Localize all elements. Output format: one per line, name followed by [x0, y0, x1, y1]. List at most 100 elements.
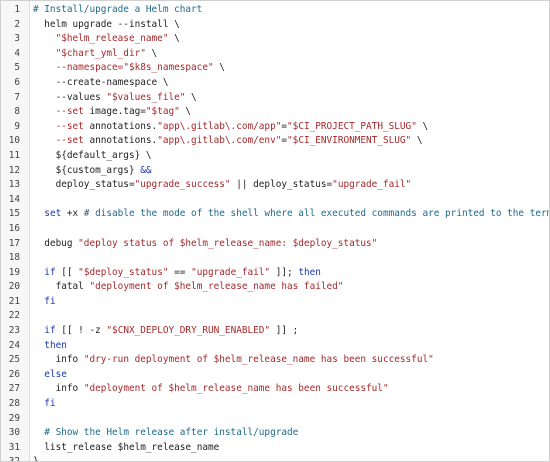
code-token-plain: \: [168, 33, 180, 45]
code-token-plain: +x: [61, 208, 84, 220]
code-token-string: --set: [55, 135, 84, 147]
code-token-keyword: set: [44, 208, 62, 220]
code-line: 14: [1, 193, 549, 208]
code-token-plain: annotations.: [83, 135, 158, 147]
code-token-string: "dry-run deployment of $helm_release_nam…: [83, 354, 434, 366]
code-token-keyword: then: [298, 266, 321, 278]
line-number: 23: [8, 325, 20, 337]
line-code: fatal "deployment of $helm_release_name …: [33, 280, 344, 295]
code-token-string: --set: [55, 106, 84, 118]
code-token-string: "deploy status of $helm_release_name: $d…: [78, 237, 378, 249]
code-token-plain: [33, 340, 44, 351]
code-token-plain: --values: [33, 91, 107, 103]
line-number: 18: [8, 252, 20, 264]
code-line: 22: [1, 309, 549, 324]
code-token-keyword: then: [44, 339, 67, 351]
code-line: 23 if [[ ! -z "$CNX_DEPLOY_DRY_RUN_ENABL…: [1, 324, 549, 339]
line-number: 25: [8, 354, 20, 366]
line-code: --values "$values_file" \: [33, 91, 197, 106]
line-number: 19: [8, 266, 20, 278]
code-token-plain: ${custom_args}: [33, 164, 141, 176]
code-line: 32}: [1, 455, 549, 462]
code-line: 1# Install/upgrade a Helm chart: [1, 3, 549, 18]
line-code: helm upgrade --install \: [33, 18, 180, 33]
code-token-keyword: if: [44, 266, 56, 278]
line-number: 28: [8, 398, 20, 410]
line-code: --set image.tag="$tag" \: [33, 105, 192, 120]
line-number: 9: [14, 120, 20, 132]
code-line: 31 list_release $helm_release_name: [1, 441, 549, 456]
code-token-plain: ==: [168, 266, 192, 278]
code-token-string: "$CNX_DEPLOY_DRY_RUN_ENABLED": [106, 325, 271, 337]
line-code: fi: [33, 295, 55, 310]
code-token-string: "$CI_ENVIRONMENT_SLUG": [287, 135, 412, 147]
code-token-var: $helm_release_name: [117, 441, 220, 453]
code-token-plain: [33, 427, 44, 438]
code-token-string: "app\.gitlab\.com/env": [157, 135, 282, 147]
code-token-plain: ]] ;: [270, 325, 299, 337]
line-number: 16: [8, 222, 20, 234]
line-code: fi: [33, 397, 55, 412]
code-token-plain: =: [281, 135, 288, 147]
line-code: ${default_args} \: [33, 149, 152, 164]
line-number: 29: [8, 412, 20, 424]
code-line: 20 fatal "deployment of $helm_release_na…: [1, 280, 549, 295]
code-line: 21 fi: [1, 295, 549, 310]
code-line: 30 # Show the Helm release after install…: [1, 426, 549, 441]
code-token-plain: }: [33, 456, 39, 462]
line-number: 15: [8, 208, 20, 220]
code-token-comment: # Show the Helm release after install/up…: [44, 427, 299, 439]
line-number: 13: [8, 179, 20, 191]
line-number: 12: [8, 164, 20, 176]
code-line: 6 --create-namespace \: [1, 76, 549, 91]
code-token-string: "$CI_PROJECT_PATH_SLUG": [287, 120, 417, 132]
line-code: then: [33, 339, 67, 354]
code-token-keyword: if: [44, 325, 56, 337]
code-token-plain: [33, 325, 44, 336]
line-code: --set annotations."app\.gitlab\.com/env"…: [33, 134, 423, 149]
line-number: 5: [14, 62, 20, 74]
line-number: 21: [8, 295, 20, 307]
line-code: info "dry-run deployment of $helm_releas…: [33, 353, 434, 368]
code-line: 17 debug "deploy status of $helm_release…: [1, 237, 549, 252]
line-code: ${custom_args} &&: [33, 164, 152, 179]
line-number: 8: [14, 106, 20, 118]
code-line: 3 "$helm_release_name" \: [1, 32, 549, 47]
line-code: else: [33, 368, 67, 383]
code-token-string: "deployment of $helm_release_name has fa…: [89, 281, 344, 293]
code-token-plain: [33, 296, 44, 307]
code-line: 7 --values "$values_file" \: [1, 91, 549, 106]
line-code: # Show the Helm release after install/up…: [33, 426, 298, 441]
code-token-plain: [33, 62, 56, 73]
line-number: 17: [8, 237, 20, 249]
code-line: 10 --set annotations."app\.gitlab\.com/e…: [1, 134, 549, 149]
code-token-plain: deploy_status=: [33, 179, 135, 191]
line-number: 7: [14, 91, 20, 103]
code-token-string: "$helm_release_name": [55, 33, 169, 45]
code-token-plain: \: [416, 120, 429, 132]
line-code: --create-namespace \: [33, 76, 169, 91]
code-line: 26 else: [1, 368, 549, 383]
line-number: 26: [8, 368, 20, 380]
code-token-plain: info: [33, 383, 84, 395]
code-token-plain: [33, 369, 44, 380]
code-token-plain: debug: [33, 237, 79, 249]
code-token-plain: [33, 48, 56, 59]
code-line: 29: [1, 412, 549, 427]
code-token-keyword: &&: [140, 164, 152, 176]
code-token-string: "app\.gitlab\.com/app": [157, 120, 282, 132]
code-token-string: "upgrade_fail": [191, 266, 271, 278]
code-token-plain: [33, 208, 44, 219]
code-token-keyword: else: [44, 368, 67, 380]
line-number: 30: [8, 427, 20, 439]
code-token-plain: helm upgrade --install \: [33, 18, 180, 30]
code-token-plain: info: [33, 354, 84, 366]
line-number: 2: [14, 18, 20, 30]
code-token-string: "$tag": [145, 106, 180, 118]
code-line: 15 set +x # disable the mode of the shel…: [1, 207, 549, 222]
code-line: 24 then: [1, 339, 549, 354]
line-number: 24: [8, 339, 20, 351]
code-token-plain: [33, 106, 56, 117]
